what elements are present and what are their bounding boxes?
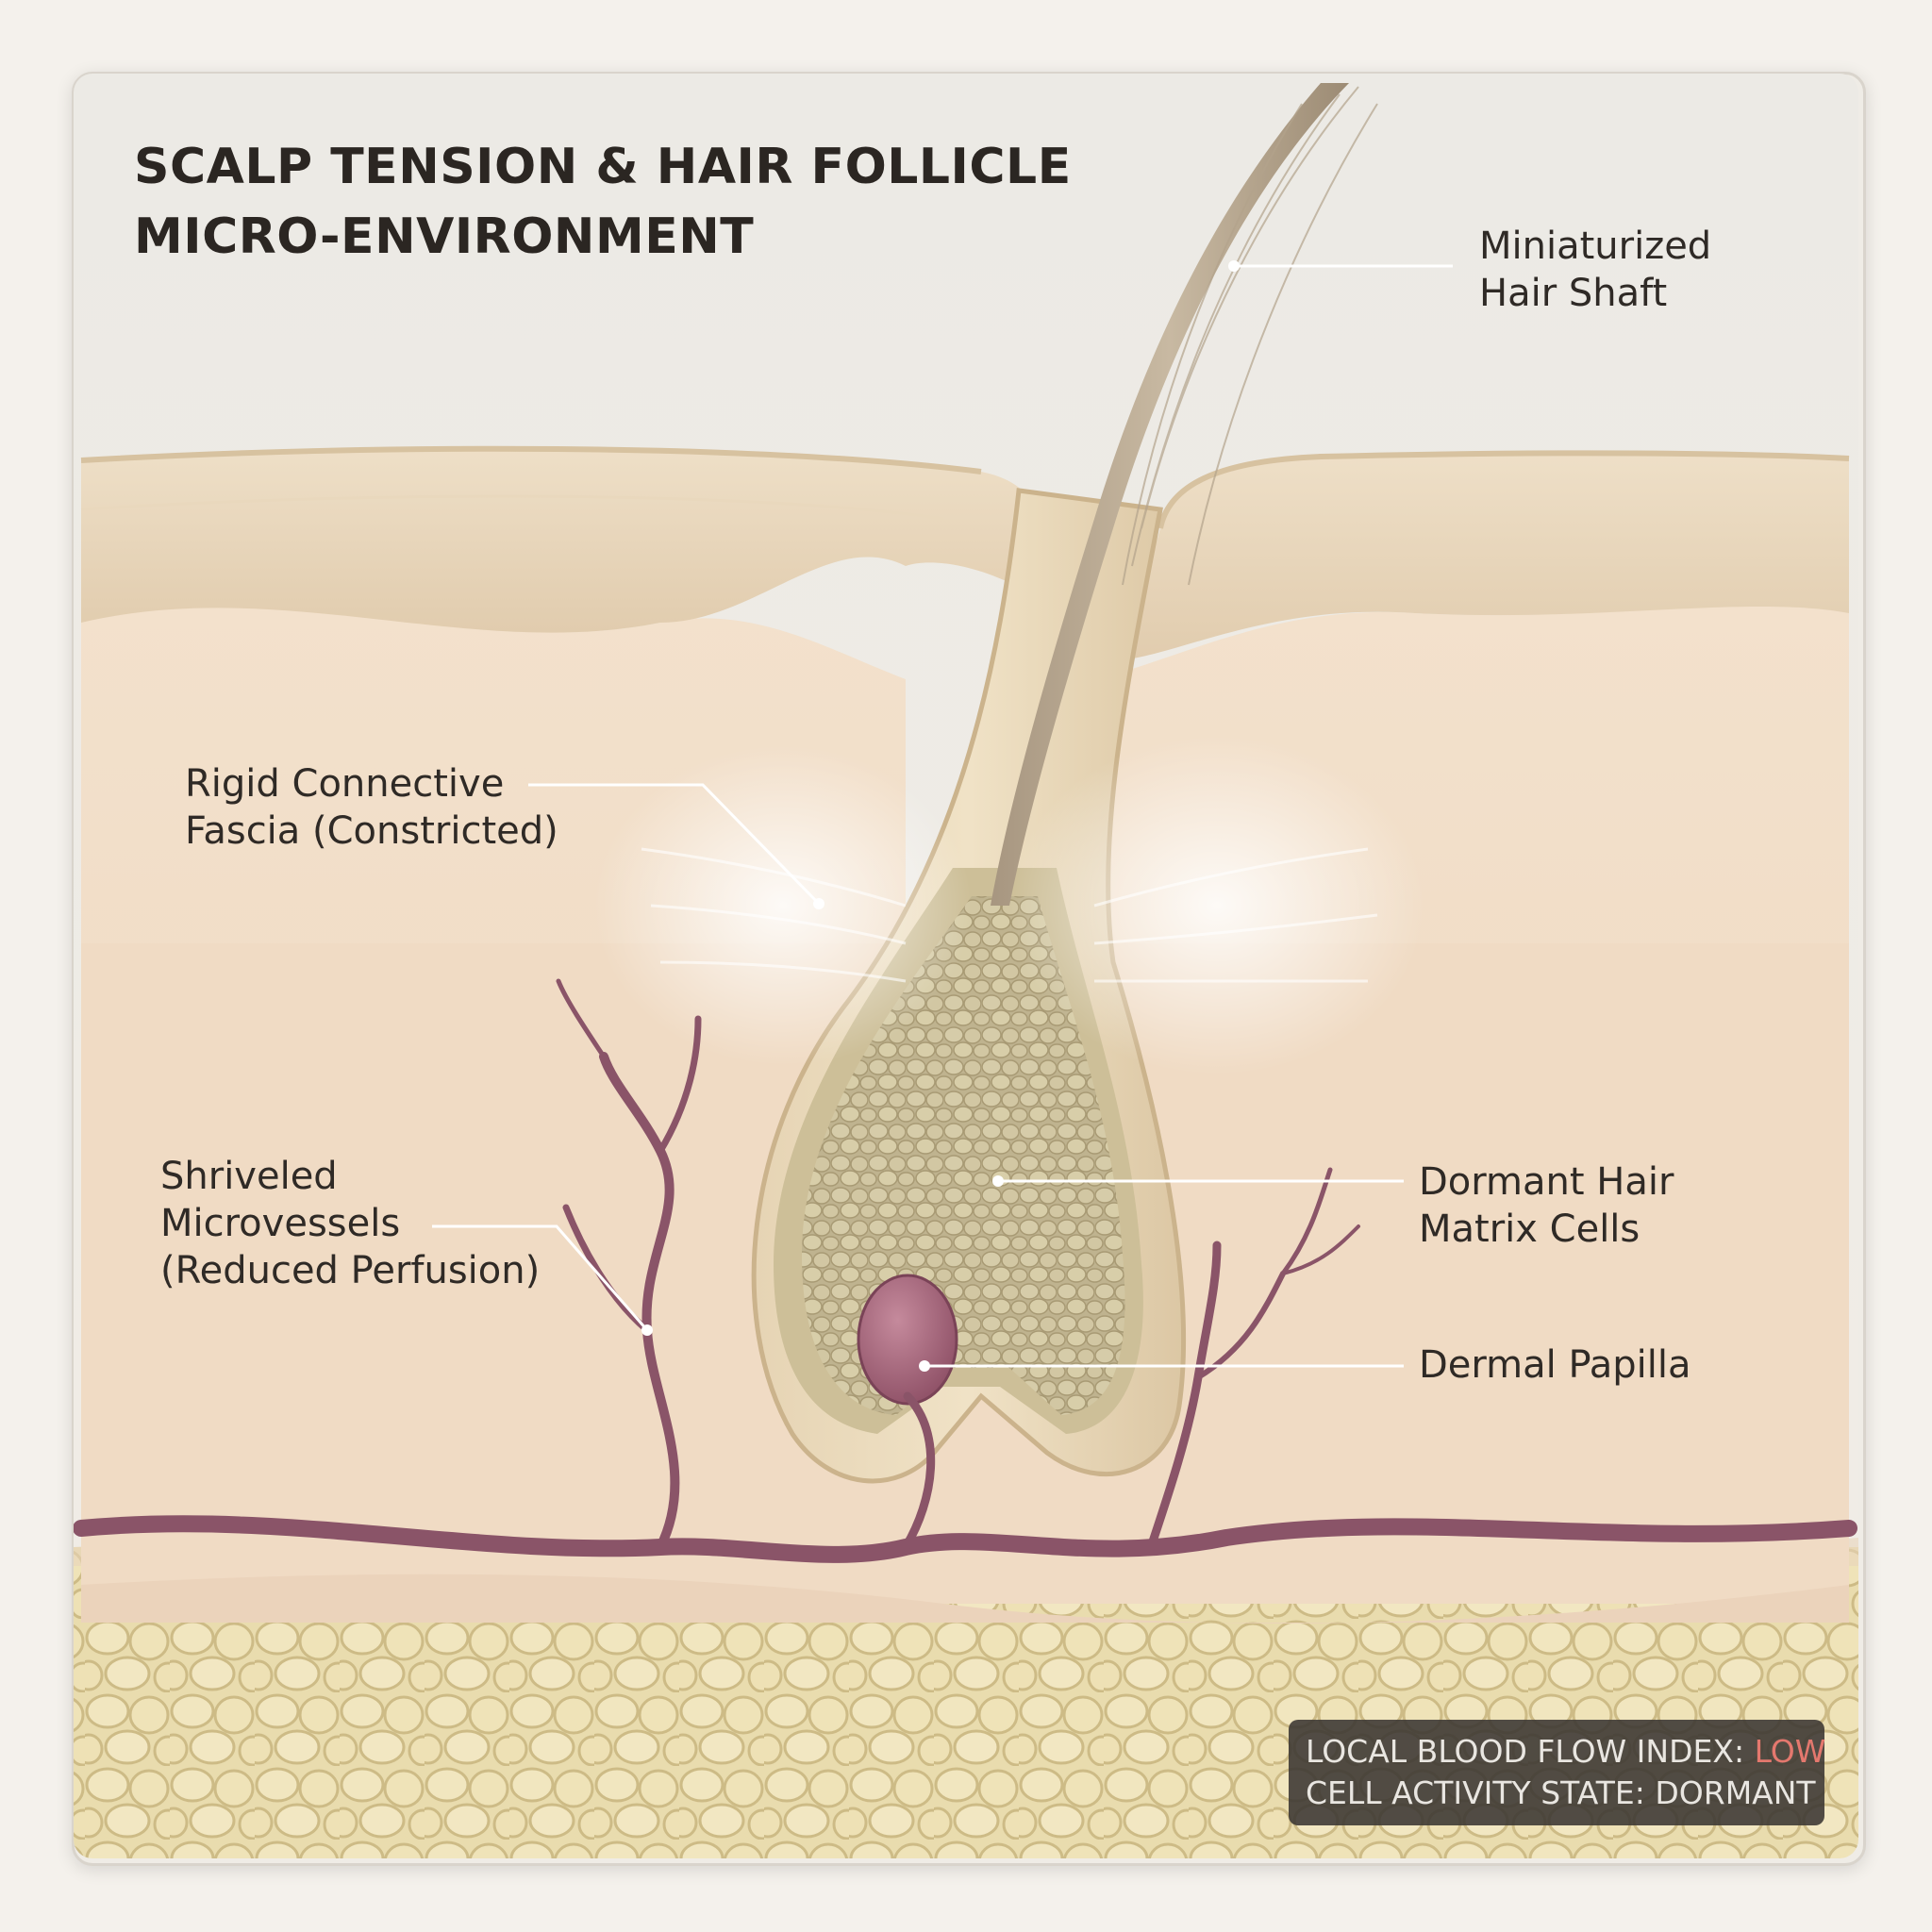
label-microvessels-line-1: Shriveled <box>160 1155 338 1198</box>
callout-lines <box>432 264 1453 1368</box>
label-hair-shaft: Miniaturized Hair Shaft <box>1479 223 1711 317</box>
title-line-2: MICRO-ENVIRONMENT <box>134 208 755 265</box>
fascia-left <box>594 745 972 1066</box>
dermal-papilla <box>857 1274 958 1406</box>
status-panel: LOCAL BLOOD FLOW INDEX: LOW CELL ACTIVIT… <box>1289 1720 1825 1825</box>
label-dermal-papilla: Dermal Papilla <box>1419 1341 1691 1389</box>
hair-shaft <box>991 83 1349 906</box>
title-line-1: SCALP TENSION & HAIR FOLLICLE <box>134 139 1072 195</box>
label-matrix-line-2: Matrix Cells <box>1419 1208 1641 1251</box>
epidermis-left <box>81 448 1047 633</box>
label-matrix-line-1: Dormant Hair <box>1419 1160 1674 1204</box>
status-blood-flow-row: LOCAL BLOOD FLOW INDEX: LOW <box>1306 1731 1825 1773</box>
label-fascia-line-1: Rigid Connective <box>185 762 505 806</box>
status-cell-activity-row: CELL ACTIVITY STATE: DORMANT <box>1306 1773 1816 1814</box>
status-blood-flow-value: LOW <box>1754 1733 1826 1770</box>
status-cell-activity-value: DORMANT <box>1655 1774 1816 1811</box>
label-papilla-line-1: Dermal Papilla <box>1419 1343 1691 1387</box>
label-microvessels-line-2: Microvessels <box>160 1202 401 1245</box>
fascia-right <box>1009 736 1424 1075</box>
status-cell-activity-label: CELL ACTIVITY STATE: <box>1306 1774 1645 1811</box>
epidermis-right <box>1123 453 1849 660</box>
label-hair-shaft-line-2: Hair Shaft <box>1479 272 1668 315</box>
label-hair-shaft-line-1: Miniaturized <box>1479 225 1712 268</box>
page-title: SCALP TENSION & HAIR FOLLICLE MICRO-ENVI… <box>134 132 1072 272</box>
label-microvessels-line-3: (Reduced Perfusion) <box>160 1249 541 1292</box>
callout-dots <box>641 260 1240 1372</box>
status-blood-flow-label: LOCAL BLOOD FLOW INDEX: <box>1306 1733 1745 1770</box>
label-fascia: Rigid Connective Fascia (Constricted) <box>185 760 558 855</box>
label-fascia-line-2: Fascia (Constricted) <box>185 809 558 853</box>
label-matrix-cells: Dormant Hair Matrix Cells <box>1419 1158 1674 1253</box>
label-microvessels: Shriveled Microvessels (Reduced Perfusio… <box>160 1153 540 1294</box>
